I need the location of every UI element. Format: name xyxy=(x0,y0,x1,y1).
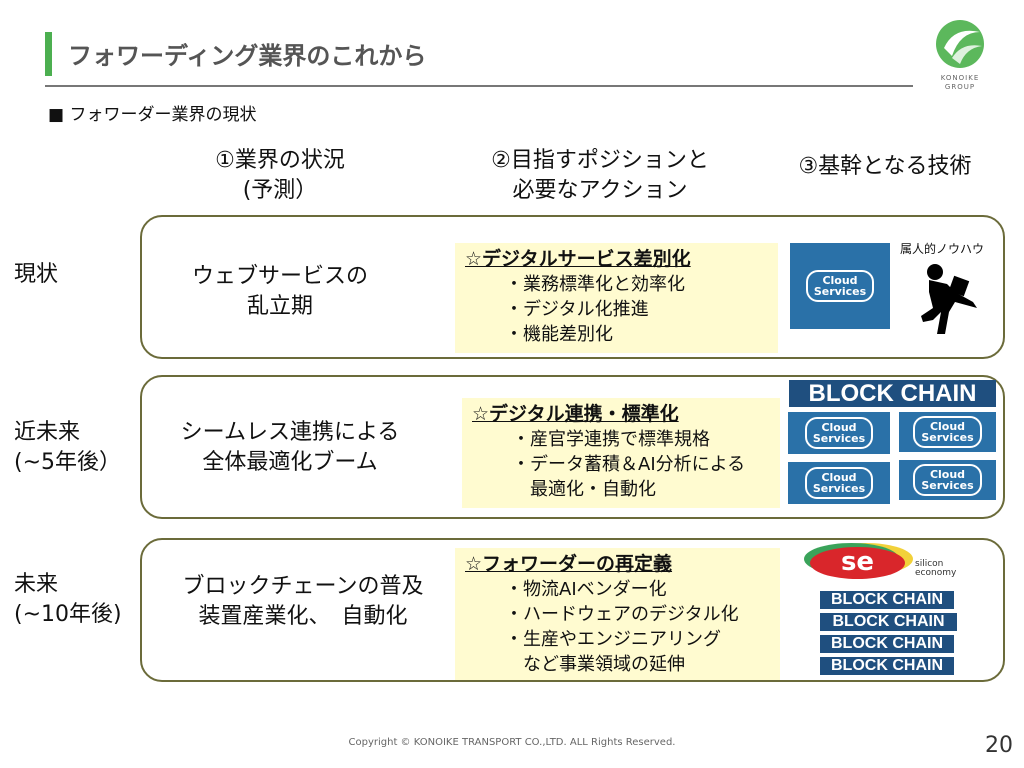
action-item: ・業務標準化と効率化 xyxy=(505,274,685,295)
silicon-economy-name: silicon economy xyxy=(915,559,957,578)
situation-text: ブロックチェーンの普及 装置産業化、 自動化 xyxy=(182,574,424,629)
action-item: ・データ蓄積＆AI分析による xyxy=(512,454,746,475)
title-divider xyxy=(45,85,913,87)
action-box: ☆フォワーダーの再定義 ・物流AIベンダー化 ・ハードウェアのデジタル化 ・生産… xyxy=(455,548,780,680)
situation-text: シームレス連携による 全体最適化ブーム xyxy=(180,420,400,475)
row-future xyxy=(140,538,1005,682)
action-title: ☆デジタルサービス差別化 xyxy=(465,248,691,270)
page-title: フォワーディング業界のこれから xyxy=(68,42,427,70)
situation-text: ウェブサービスの 乱立期 xyxy=(191,264,368,319)
action-item: ・産官学連携で標準規格 xyxy=(512,429,710,450)
section-heading: ■ フォワーダー業界の現状 xyxy=(48,105,257,125)
action-item: ・生産やエンジニアリング xyxy=(505,629,721,650)
page-number: 20 xyxy=(985,733,1013,758)
logo-text: KONOIKE GROUP xyxy=(940,74,980,91)
konoike-logo-icon xyxy=(936,20,984,68)
copyright: Copyright © KONOIKE TRANSPORT CO.,LTD. A… xyxy=(348,737,676,748)
action-box: ☆デジタル連携・標準化 ・産官学連携で標準規格 ・データ蓄積＆AI分析による 最… xyxy=(462,398,780,508)
cloud-label: Cloud Services xyxy=(913,464,982,496)
running-man-icon xyxy=(921,264,977,334)
cloud-label: Cloud Services xyxy=(805,270,875,302)
row-current xyxy=(140,215,1005,359)
action-item: ・機能差別化 xyxy=(505,324,613,345)
cloud-label: Cloud Services xyxy=(804,467,874,499)
column-header-technology: ③基幹となる技術 xyxy=(798,154,972,179)
cloud-label: Cloud Services xyxy=(804,417,874,449)
column-header-action: ②目指すポジションと 必要なアクション xyxy=(491,148,709,203)
action-title: ☆フォワーダーの再定義 xyxy=(465,553,673,575)
silicon-economy-logo: se xyxy=(810,547,905,579)
title-accent-bar xyxy=(45,32,52,76)
action-title: ☆デジタル連携・標準化 xyxy=(472,403,679,425)
action-item: ・デジタル化推進 xyxy=(505,299,649,320)
cloud-services-image: Cloud Services xyxy=(788,412,890,454)
blockchain-banner: BLOCK CHAIN xyxy=(820,613,957,631)
action-item: ・ハードウェアのデジタル化 xyxy=(505,604,739,625)
blockchain-banner: BLOCK CHAIN xyxy=(820,657,954,675)
cloud-services-image: Cloud Services xyxy=(788,462,890,504)
action-item: 最適化・自動化 xyxy=(512,479,656,500)
row-label: 未来 (~10年後) xyxy=(14,572,122,627)
action-item: ・物流AIベンダー化 xyxy=(505,579,667,600)
column-header-situation: ①業界の状況 (予測） xyxy=(215,148,345,203)
cloud-services-image: Cloud Services xyxy=(790,243,890,329)
blockchain-banner: BLOCK CHAIN xyxy=(820,591,954,609)
row-label: 現状 xyxy=(14,262,59,287)
blockchain-banner: BLOCK CHAIN xyxy=(789,380,996,407)
action-item: など事業領域の延伸 xyxy=(505,654,685,675)
tech-note: 属人的ノウハウ xyxy=(900,242,985,256)
company-logo: KONOIKE GROUP xyxy=(930,18,990,92)
row-near-future xyxy=(140,375,1005,519)
cloud-services-image: Cloud Services xyxy=(899,412,996,452)
cloud-services-image: Cloud Services xyxy=(899,460,996,500)
cloud-label: Cloud Services xyxy=(913,416,982,448)
blockchain-banner: BLOCK CHAIN xyxy=(820,635,954,653)
row-label: 近未来 (~5年後） xyxy=(14,420,122,475)
action-box: ☆デジタルサービス差別化 ・業務標準化と効率化 ・デジタル化推進 ・機能差別化 xyxy=(455,243,778,353)
